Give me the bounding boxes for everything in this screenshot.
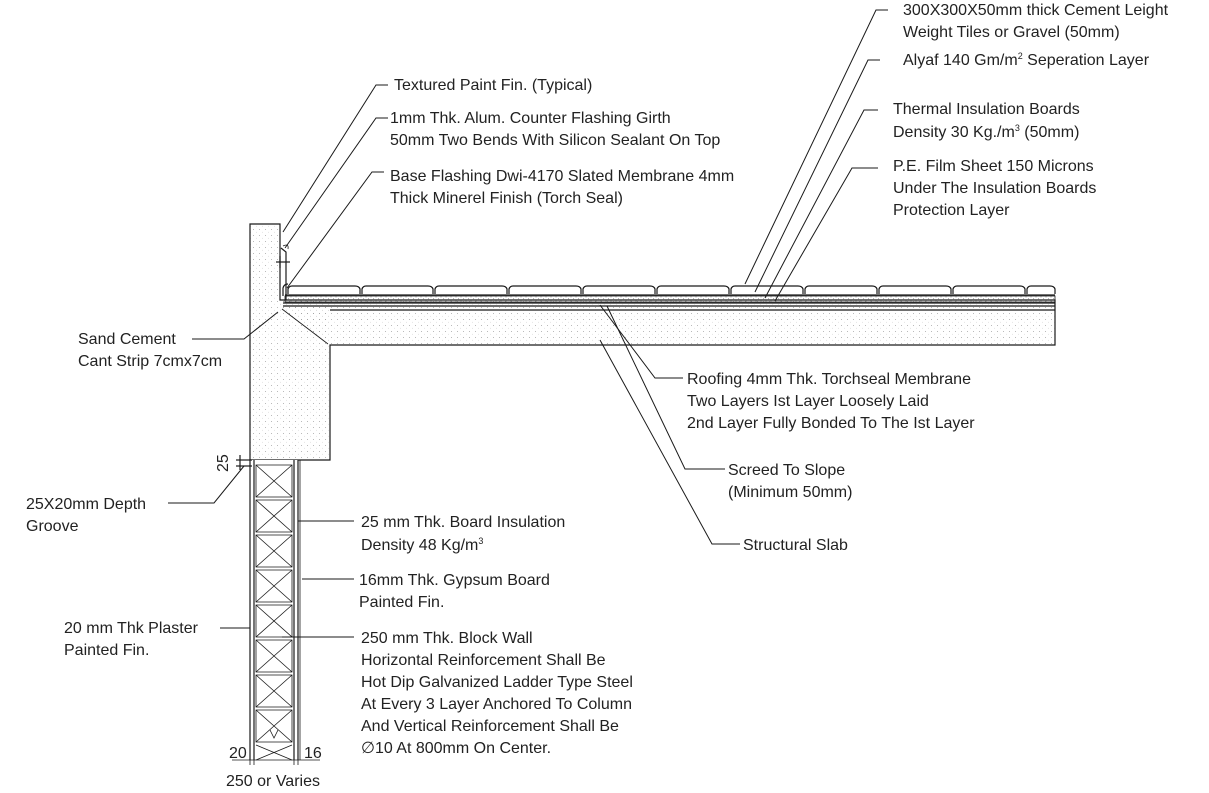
label-gypsum-board: 16mm Thk. Gypsum Board Painted Fin. — [359, 572, 550, 611]
thermal-insulation-line1: Thermal Insulation Boards — [893, 101, 1080, 118]
label-groove: 25X20mm Depth Groove — [26, 496, 146, 535]
thermal-insulation-board — [284, 295, 1056, 303]
pe-film-line3: Protection Layer — [893, 202, 1010, 219]
groove-line1: 25X20mm Depth — [26, 496, 146, 513]
block-wall — [249, 460, 301, 761]
label-board-insulation: 25 mm Thk. Board Insulation Density 48 K… — [361, 514, 565, 554]
wall-dimension: 250 or Varies — [226, 773, 320, 790]
membrane-upturn — [282, 283, 289, 296]
base-flashing-line1: Base Flashing Dwi-4170 Slated Membrane 4… — [390, 168, 734, 185]
plaster-line2: Painted Fin. — [64, 642, 149, 659]
base-flashing-line2: Thick Minerel Finish (Torch Seal) — [390, 190, 623, 207]
gypsum-board-line1: 16mm Thk. Gypsum Board — [359, 572, 550, 589]
cement-tiles-row — [287, 285, 1056, 294]
label-textured-paint: Textured Paint Fin. (Typical) — [394, 77, 592, 94]
wall-break-mark — [269, 729, 279, 739]
cant-strip-line2: Cant Strip 7cmx7cm — [78, 353, 222, 370]
counter-flashing-line1: 1mm Thk. Alum. Counter Flashing Girth — [390, 110, 671, 127]
block-wall-line4: At Every 3 Layer Anchored To Column — [361, 696, 632, 713]
label-plaster: 20 mm Thk Plaster Painted Fin. — [64, 620, 199, 659]
plaster-line1: 20 mm Thk Plaster — [64, 620, 199, 637]
block-wall-line3: Hot Dip Galvanized Ladder Type Steel — [361, 674, 633, 691]
gypsum-board-line2: Painted Fin. — [359, 594, 444, 611]
counter-flashing — [280, 247, 287, 300]
label-base-flashing: Base Flashing Dwi-4170 Slated Membrane 4… — [390, 168, 734, 207]
label-cement-tiles: 300X300X50mm thick Cement Leight Weight … — [903, 2, 1169, 41]
gypsum-dimension: 16 — [304, 745, 322, 762]
cement-tiles-line2: Weight Tiles or Gravel (50mm) — [903, 24, 1120, 41]
board-insulation-line1: 25 mm Thk. Board Insulation — [361, 514, 565, 531]
roofing-membrane-line3: 2nd Layer Fully Bonded To The Ist Layer — [687, 415, 975, 432]
label-block-wall: 250 mm Thk. Block Wall Horizontal Reinfo… — [361, 630, 633, 757]
plaster-dimension: 20 — [229, 745, 247, 762]
roofing-membrane-line2: Two Layers Ist Layer Loosely Laid — [687, 393, 929, 410]
label-screed: Screed To Slope (Minimum 50mm) — [728, 462, 852, 501]
pe-film-line1: P.E. Film Sheet 150 Microns — [893, 158, 1094, 175]
block-wall-line5: And Vertical Reinforcement Shall Be — [361, 718, 619, 735]
board-insulation-line2: Density 48 Kg/m3 — [361, 536, 483, 554]
groove-dimension: 25 — [215, 454, 232, 472]
block-wall-line2: Horizontal Reinforcement Shall Be — [361, 652, 606, 669]
screed-line2: (Minimum 50mm) — [728, 484, 852, 501]
label-counter-flashing: 1mm Thk. Alum. Counter Flashing Girth 50… — [390, 110, 720, 149]
label-cant-strip: Sand Cement Cant Strip 7cmx7cm — [78, 331, 222, 370]
groove-line2: Groove — [26, 518, 79, 535]
block-wall-line1: 250 mm Thk. Block Wall — [361, 630, 533, 647]
cant-strip — [280, 300, 330, 345]
counter-flashing-line2: 50mm Two Bends With Silicon Sealant On T… — [390, 132, 720, 149]
label-alyaf: Alyaf 140 Gm/m2 Seperation Layer — [903, 51, 1150, 69]
cant-strip-line1: Sand Cement — [78, 331, 176, 348]
screed-line1: Screed To Slope — [728, 462, 845, 479]
cement-tiles-line1: 300X300X50mm thick Cement Leight — [903, 2, 1169, 19]
pe-film-line2: Under The Insulation Boards — [893, 180, 1096, 197]
label-pe-film: P.E. Film Sheet 150 Microns Under The In… — [893, 158, 1096, 219]
leader-lines — [168, 9, 888, 638]
label-roofing-membrane: Roofing 4mm Thk. Torchseal Membrane Two … — [687, 371, 975, 432]
label-thermal-insulation: Thermal Insulation Boards Density 30 Kg.… — [893, 101, 1080, 141]
cant-strip-edge — [281, 308, 329, 345]
roofing-membrane-line1: Roofing 4mm Thk. Torchseal Membrane — [687, 371, 971, 388]
block-wall-line6: ∅10 At 800mm On Center. — [361, 740, 551, 757]
label-structural-slab: Structural Slab — [743, 537, 848, 554]
thermal-insulation-line2: Density 30 Kg./m3 (50mm) — [893, 123, 1079, 141]
